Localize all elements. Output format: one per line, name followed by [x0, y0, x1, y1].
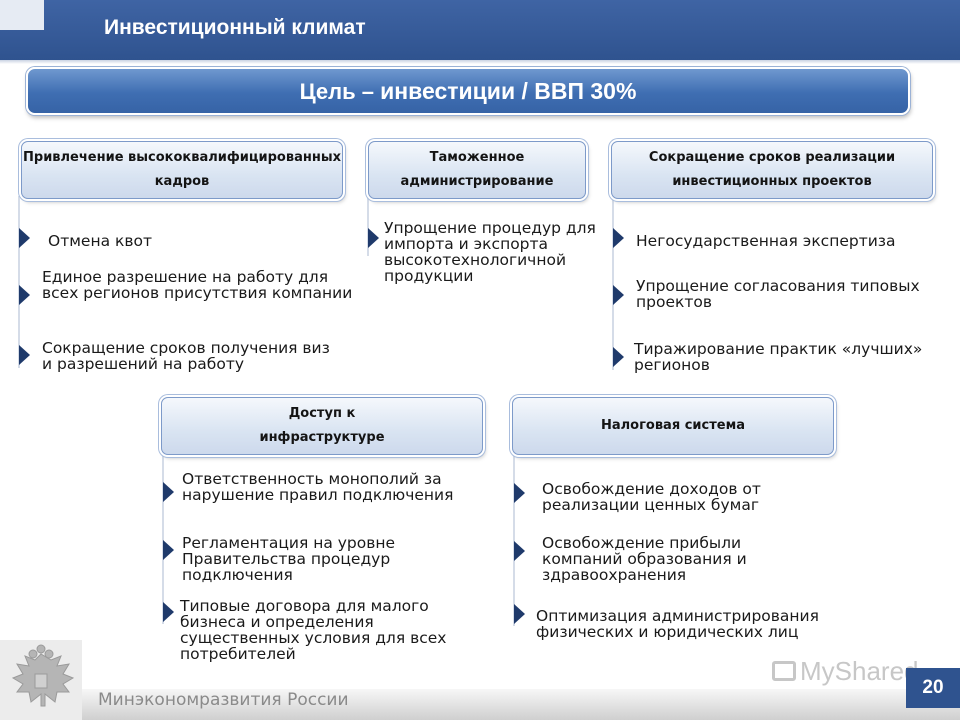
category-title: Привлечение высококвалифицированных кадр… — [23, 150, 341, 189]
triangle-marker-icon — [514, 541, 525, 561]
list-item: Оптимизация администрирования физических… — [536, 607, 819, 641]
category-title: Налоговая система — [601, 418, 745, 433]
list-item: Упрощение согласования типовых проектов — [636, 277, 920, 311]
connector-line — [367, 196, 369, 256]
triangle-marker-icon — [163, 482, 174, 502]
list-item: Сокращение сроков получения виз и разреш… — [42, 339, 330, 373]
list-item: Освобождение доходов от реализации ценны… — [542, 480, 761, 514]
slide-title: Инвестиционный климат — [104, 16, 366, 39]
triangle-marker-icon — [19, 345, 30, 365]
list-item: Негосударственная экспертиза — [636, 232, 896, 250]
category-box-customs: Таможенное администрирование — [368, 141, 586, 199]
triangle-marker-icon — [19, 285, 30, 305]
list-item: Отмена квот — [48, 232, 153, 250]
category-box-staff: Привлечение высококвалифицированных кадр… — [21, 141, 343, 199]
triangle-marker-icon — [163, 540, 174, 560]
page-number: 20 — [906, 668, 960, 708]
presentation-icon — [772, 661, 796, 681]
list-item: Тиражирование практик «лучших» регионов — [634, 340, 923, 374]
russian-coat-of-arms-icon — [11, 644, 75, 707]
list-item: Типовые договора для малого бизнеса и оп… — [180, 597, 447, 663]
category-box-infrastructure: Доступ к инфраструктуре — [161, 397, 483, 455]
list-item: Освобождение прибыли компаний образовани… — [542, 534, 747, 584]
connector-line — [612, 196, 614, 370]
category-box-project-timelines: Сокращение сроков реализации инвестицион… — [611, 141, 933, 199]
category-title: Сокращение сроков реализации инвестицион… — [648, 150, 896, 189]
connector-line — [18, 196, 20, 368]
triangle-marker-icon — [613, 347, 624, 367]
watermark-text: MyShared — [800, 656, 919, 686]
triangle-marker-icon — [613, 285, 624, 305]
connector-line — [162, 454, 164, 624]
goal-text: инвестиции / ВВП 30% — [380, 78, 637, 104]
list-item: Регламентация на уровне Правительства пр… — [182, 534, 396, 584]
category-title: Доступ к инфраструктуре — [259, 406, 385, 445]
list-item: Упрощение процедур для импорта и экспорт… — [384, 219, 596, 285]
triangle-marker-icon — [514, 483, 525, 503]
list-item: Единое разрешение на работу для всех рег… — [42, 268, 353, 302]
header-shadow — [0, 60, 960, 64]
triangle-marker-icon — [613, 228, 624, 248]
list-item: Ответственность монополий за нарушение п… — [182, 470, 454, 504]
connector-line — [513, 454, 515, 626]
triangle-marker-icon — [368, 228, 379, 248]
header-bar — [0, 0, 960, 60]
category-title: Таможенное администрирование — [400, 150, 554, 189]
header-corner-square — [0, 0, 44, 30]
emblem-box — [0, 640, 82, 720]
category-box-tax: Налоговая система — [512, 397, 834, 455]
ministry-name: Минэкономразвития России — [98, 690, 349, 710]
triangle-marker-icon — [19, 228, 30, 248]
footer-bar — [0, 689, 960, 720]
goal-banner: Цель – инвестиции / ВВП 30% — [26, 67, 910, 115]
goal-prefix: Цель – — [299, 79, 381, 104]
triangle-marker-icon — [514, 604, 525, 624]
triangle-marker-icon — [163, 602, 174, 622]
